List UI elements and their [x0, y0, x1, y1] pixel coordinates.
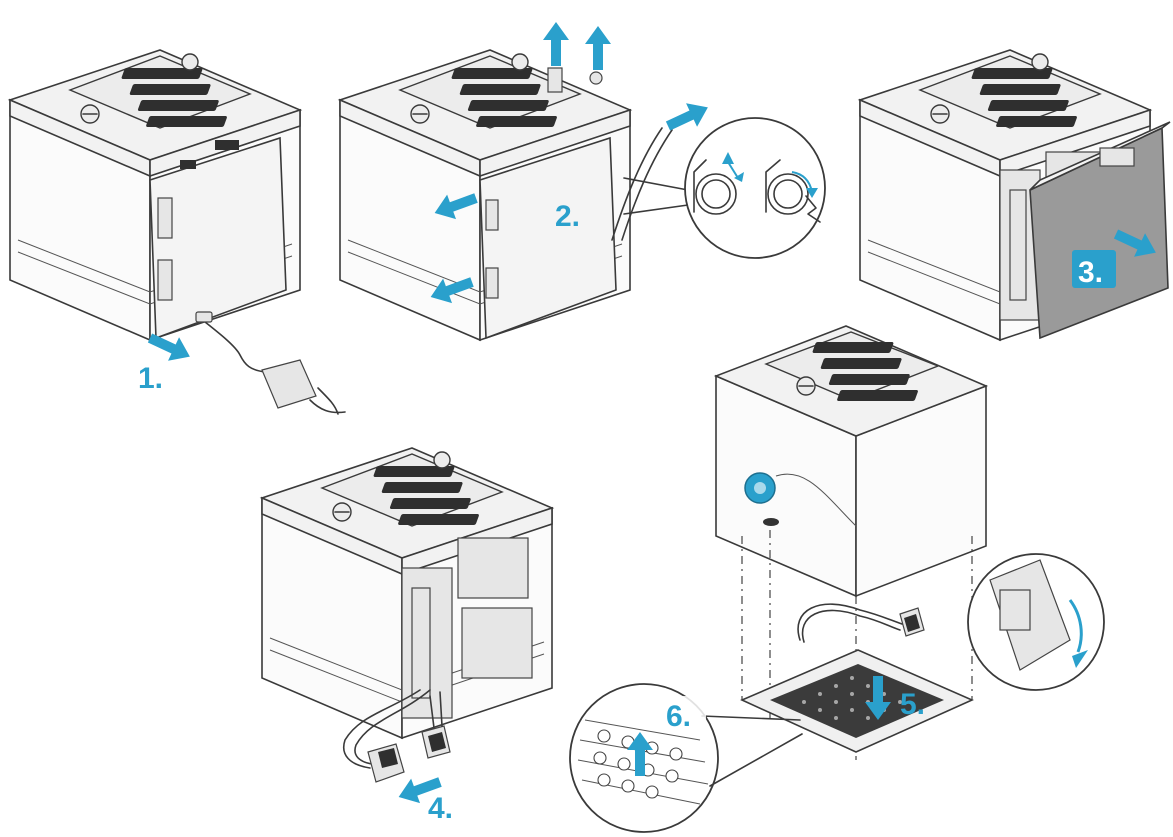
step-3-illustration: 3.: [860, 50, 1171, 340]
detail-callout: [967, 553, 1105, 691]
power-adapter: [195, 311, 346, 415]
step-label: 6.: [666, 700, 691, 733]
suction-cup-icon: [744, 472, 779, 526]
step-label: 5.: [900, 688, 925, 721]
step-5-illustration: 5.: [713, 325, 1105, 760]
aquarium-cube: [340, 50, 630, 340]
step-label: 2.: [555, 200, 580, 233]
back-panel: [1029, 121, 1171, 340]
step-4-illustration: 4.: [262, 448, 552, 825]
plug-icon: [343, 689, 451, 783]
arrow-icon: [585, 26, 611, 70]
aquarium-cube: [10, 50, 300, 340]
step-6-illustration: 6.: [569, 683, 803, 833]
hose-clip-icon: [623, 117, 826, 259]
step-label: 3.: [1078, 256, 1103, 289]
filter-mat: [740, 649, 974, 753]
step-label: 4.: [428, 792, 453, 825]
arrow-icon: [543, 22, 569, 66]
step-1-illustration: 1.: [10, 50, 346, 415]
step-2-illustration: 2.: [340, 22, 826, 340]
step-label: 1.: [138, 362, 163, 395]
aquarium-cube-lifted: [713, 325, 989, 598]
aquarium-cube: [262, 448, 552, 738]
